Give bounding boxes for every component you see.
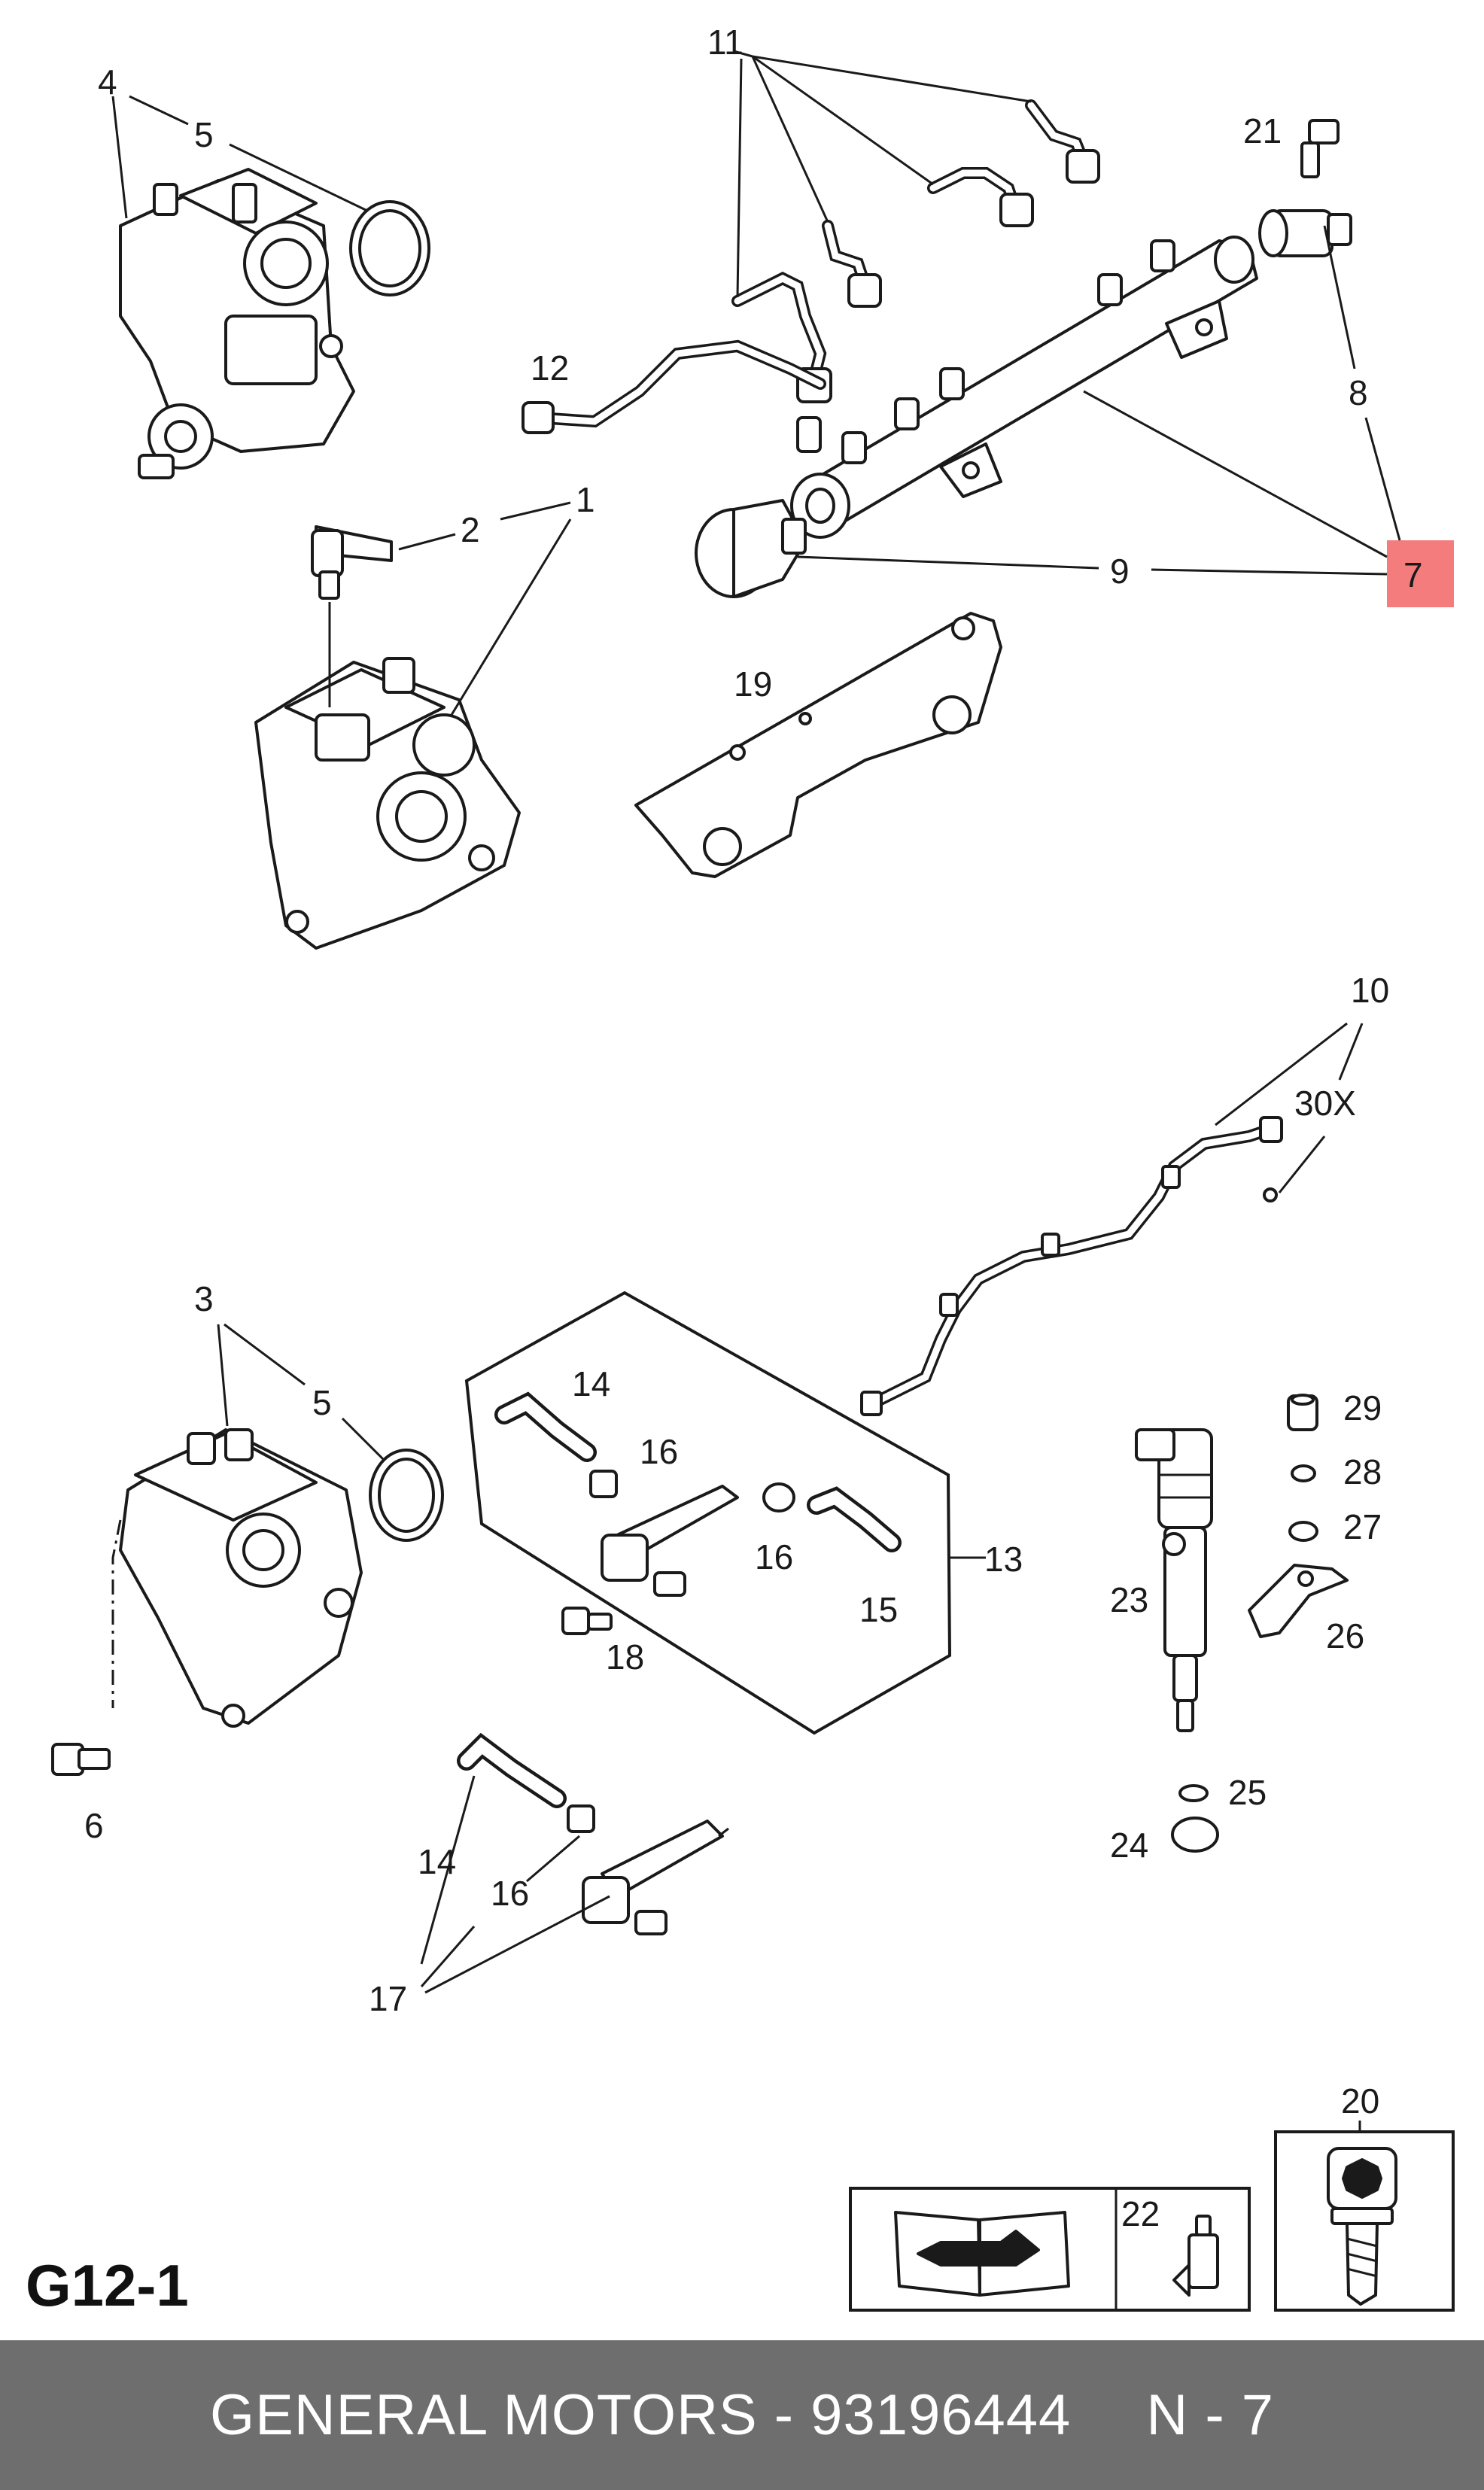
- high-pressure-pump-part-1[interactable]: [254, 657, 521, 950]
- hose-part-14-loose[interactable]: [457, 1732, 567, 1808]
- manual-book-icon: [894, 2211, 1070, 2297]
- o-ring-part-5-top[interactable]: [349, 200, 430, 296]
- callout-14-kit: 14: [572, 1364, 610, 1403]
- rail-bracket-part-19[interactable]: [634, 612, 1002, 878]
- kit-outline-part-13: [464, 1291, 952, 1735]
- callout-4: 4: [98, 62, 117, 102]
- high-pressure-pump-part-3[interactable]: [119, 1428, 363, 1728]
- hose-part-15-kit[interactable]: [807, 1486, 902, 1552]
- high-pressure-pump-part-4[interactable]: [119, 168, 355, 479]
- injector-part-23[interactable]: [1135, 1428, 1213, 1732]
- callout-11: 11: [707, 23, 744, 62]
- injector-pipe-part-11[interactable]: [731, 99, 1100, 403]
- footer-bar: GENERAL MOTORS - 93196444 N - 7: [0, 2340, 1484, 2490]
- callout-5-bottom: 5: [312, 1383, 332, 1422]
- pressure-sensor-part-8[interactable]: [1258, 209, 1352, 257]
- callout-16-kit-b: 16: [755, 1537, 793, 1576]
- callout-7-highlight: [1387, 540, 1454, 607]
- bolt-part-6[interactable]: [51, 1519, 122, 1776]
- clamp-part-16-kit-a[interactable]: [589, 1470, 618, 1498]
- bolt-box: [1274, 2130, 1455, 2312]
- callout-16-loose: 16: [491, 1874, 529, 1913]
- parts-diagram: 4 5 2 1 11 21 12 8 9 7 19 10 30X 3 5 14 …: [51, 23, 1455, 2312]
- torx-bolt-icon: [1327, 2147, 1397, 2306]
- fuel-return-line-part-10[interactable]: [860, 1116, 1283, 1416]
- callout-22: 22: [1121, 2194, 1160, 2233]
- callout-10: 10: [1351, 971, 1389, 1010]
- fitting-part-2[interactable]: [311, 525, 393, 707]
- clamp-part-16-loose[interactable]: [567, 1804, 595, 1833]
- callout-6: 6: [84, 1806, 104, 1845]
- fitting-part-17[interactable]: [582, 1820, 729, 1935]
- washer-part-27[interactable]: [1288, 1521, 1318, 1542]
- callout-29: 29: [1343, 1388, 1382, 1427]
- callout-7: 7: [1403, 555, 1423, 594]
- pressure-regulator-part-9[interactable]: [695, 499, 807, 598]
- callout-20: 20: [1341, 2081, 1379, 2121]
- callout-30x: 30X: [1294, 1084, 1356, 1123]
- callout-13: 13: [984, 1540, 1023, 1579]
- callout-9: 9: [1110, 552, 1130, 591]
- bolt-part-21[interactable]: [1300, 119, 1340, 178]
- seal-part-25[interactable]: [1178, 1784, 1209, 1802]
- callout-18: 18: [606, 1637, 644, 1677]
- page-code: G12-1: [26, 2252, 189, 2318]
- callout-8: 8: [1349, 373, 1368, 412]
- o-ring-part-5-bottom[interactable]: [369, 1449, 444, 1542]
- clamp-part-26[interactable]: [1248, 1564, 1349, 1638]
- clip-part-30x[interactable]: [1263, 1187, 1278, 1202]
- callout-25: 25: [1228, 1773, 1267, 1812]
- callout-27: 27: [1343, 1507, 1382, 1546]
- manual-box: [849, 2187, 1251, 2312]
- washer-part-28[interactable]: [1291, 1464, 1316, 1482]
- callout-14-loose: 14: [418, 1842, 456, 1881]
- spacer-part-29[interactable]: [1287, 1394, 1318, 1431]
- washer-part-24[interactable]: [1171, 1817, 1219, 1853]
- callout-28: 28: [1343, 1452, 1382, 1491]
- callout-5-top: 5: [194, 115, 214, 154]
- clamp-part-16-kit-b[interactable]: [762, 1482, 795, 1513]
- callout-24: 24: [1110, 1826, 1148, 1865]
- footer-title: GENERAL MOTORS - 93196444: [209, 2383, 1072, 2447]
- screw-part-18[interactable]: [561, 1607, 613, 1635]
- callout-1: 1: [576, 480, 595, 519]
- injector-pipe-part-12[interactable]: [522, 339, 826, 434]
- callout-17: 17: [369, 1979, 407, 2018]
- callout-15: 15: [859, 1590, 898, 1629]
- callout-23: 23: [1110, 1580, 1148, 1619]
- hose-part-14-kit[interactable]: [494, 1391, 597, 1462]
- footer-ref: N - 7: [1146, 2383, 1275, 2447]
- callout-12: 12: [531, 348, 569, 388]
- callout-19: 19: [734, 664, 772, 704]
- callout-2: 2: [461, 510, 480, 549]
- leader-lines: [111, 50, 1401, 2133]
- callout-3: 3: [194, 1279, 214, 1318]
- callout-21: 21: [1243, 111, 1282, 150]
- callout-26: 26: [1326, 1616, 1364, 1655]
- adhesive-tube-icon: [1172, 2215, 1219, 2297]
- fitting-part-13-kit[interactable]: [601, 1485, 739, 1597]
- callout-16-kit-a: 16: [640, 1432, 678, 1471]
